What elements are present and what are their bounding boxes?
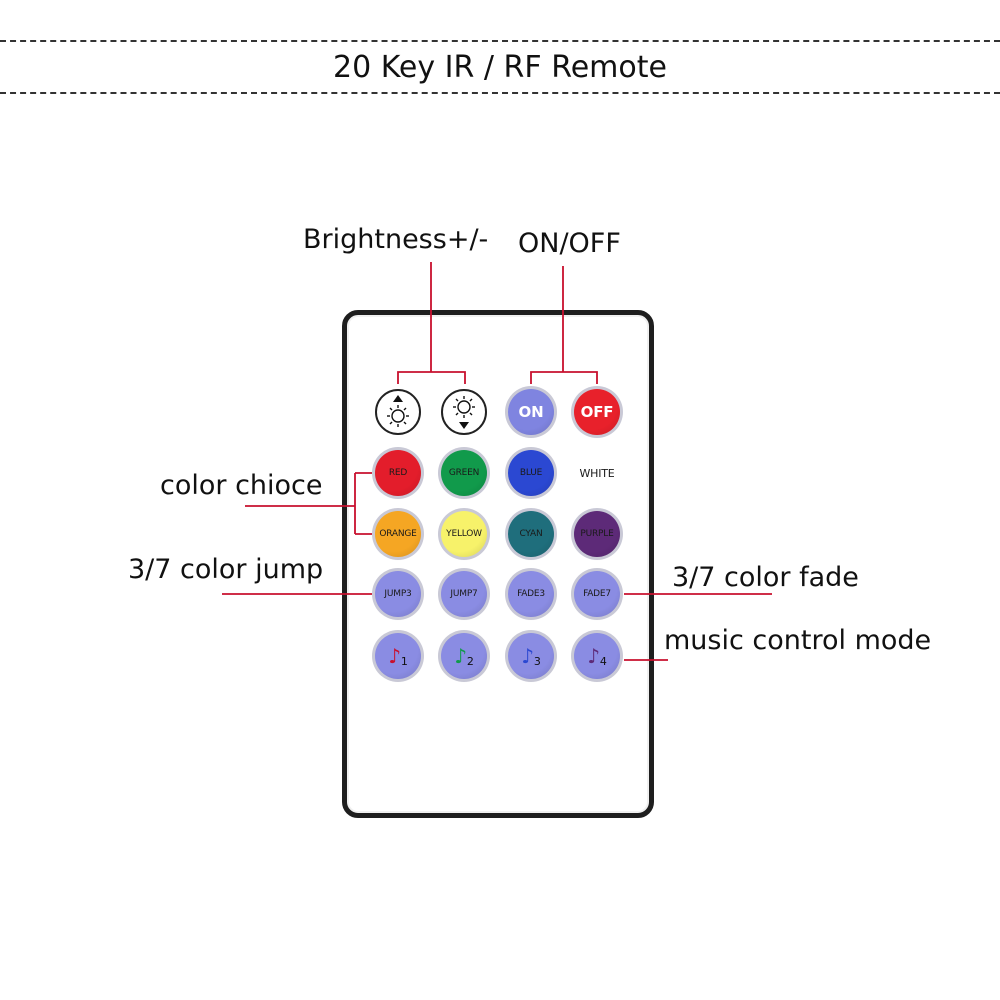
onoff-pointer-line	[530, 266, 598, 384]
orange-button[interactable]: ORANGE	[375, 511, 421, 557]
purple-button[interactable]: PURPLE	[574, 511, 620, 557]
yellow-button[interactable]: YELLOW	[441, 511, 487, 557]
color-choice-pointer-line	[245, 472, 372, 535]
label-brightness: Brightness+/-	[303, 224, 489, 255]
label-color-choice: color chioce	[160, 470, 323, 501]
red-button[interactable]: RED	[375, 450, 421, 496]
music-mode-1-button[interactable]: ♪1	[375, 633, 421, 679]
page-title: 20 Key IR / RF Remote	[333, 50, 667, 85]
label-color-fade: 3/7 color fade	[672, 562, 859, 593]
label-music-mode: music control mode	[664, 625, 932, 656]
label-onoff: ON/OFF	[518, 228, 621, 259]
jump3-button[interactable]: JUMP3	[375, 571, 421, 617]
fade7-button[interactable]: FADE7	[574, 571, 620, 617]
music-mode-number: 4	[599, 654, 607, 668]
music-mode-number: 1	[400, 654, 408, 668]
music-note-icon: ♪	[454, 644, 467, 668]
on-button[interactable]: ON	[508, 389, 554, 435]
jump7-button[interactable]: JUMP7	[441, 571, 487, 617]
header-divider-bottom	[0, 92, 1000, 94]
music-note-icon: ♪	[587, 644, 600, 668]
music-mode-number: 2	[466, 654, 474, 668]
off-button[interactable]: OFF	[574, 389, 620, 435]
blue-button[interactable]: BLUE	[508, 450, 554, 496]
fade3-button[interactable]: FADE3	[508, 571, 554, 617]
music-note-icon: ♪	[388, 644, 401, 668]
brightness-up-button[interactable]	[375, 389, 421, 435]
music-note-icon: ♪	[521, 644, 534, 668]
brightness-pointer-line	[397, 262, 466, 384]
music-mode-2-button[interactable]: ♪2	[441, 633, 487, 679]
header-divider-top	[0, 40, 1000, 42]
music-mode-3-button[interactable]: ♪3	[508, 633, 554, 679]
brightness-down-icon	[453, 396, 475, 429]
cyan-button[interactable]: CYAN	[508, 511, 554, 557]
brightness-down-button[interactable]	[441, 389, 487, 435]
white-button[interactable]: WHITE	[579, 466, 615, 480]
music-mode-4-button[interactable]: ♪4	[574, 633, 620, 679]
label-color-jump: 3/7 color jump	[128, 554, 324, 585]
music-mode-number: 3	[533, 654, 541, 668]
brightness-up-icon	[387, 395, 409, 427]
green-button[interactable]: GREEN	[441, 450, 487, 496]
